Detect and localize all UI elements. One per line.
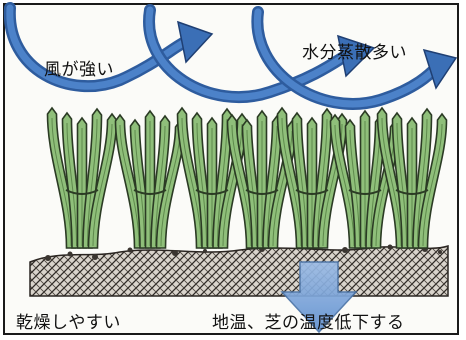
grass-tuft (48, 108, 117, 248)
temperature-label: 地温、芝の温度低下する (212, 308, 405, 333)
soil-layer (30, 244, 448, 297)
wind-label: 風が強い (44, 55, 114, 80)
dry-label: 乾燥しやすい (16, 308, 121, 333)
grass-tuft (116, 111, 185, 248)
grass-tufts (48, 108, 447, 248)
grass-tuft (378, 108, 447, 248)
evaporation-label: 水分蒸散多い (302, 38, 407, 63)
